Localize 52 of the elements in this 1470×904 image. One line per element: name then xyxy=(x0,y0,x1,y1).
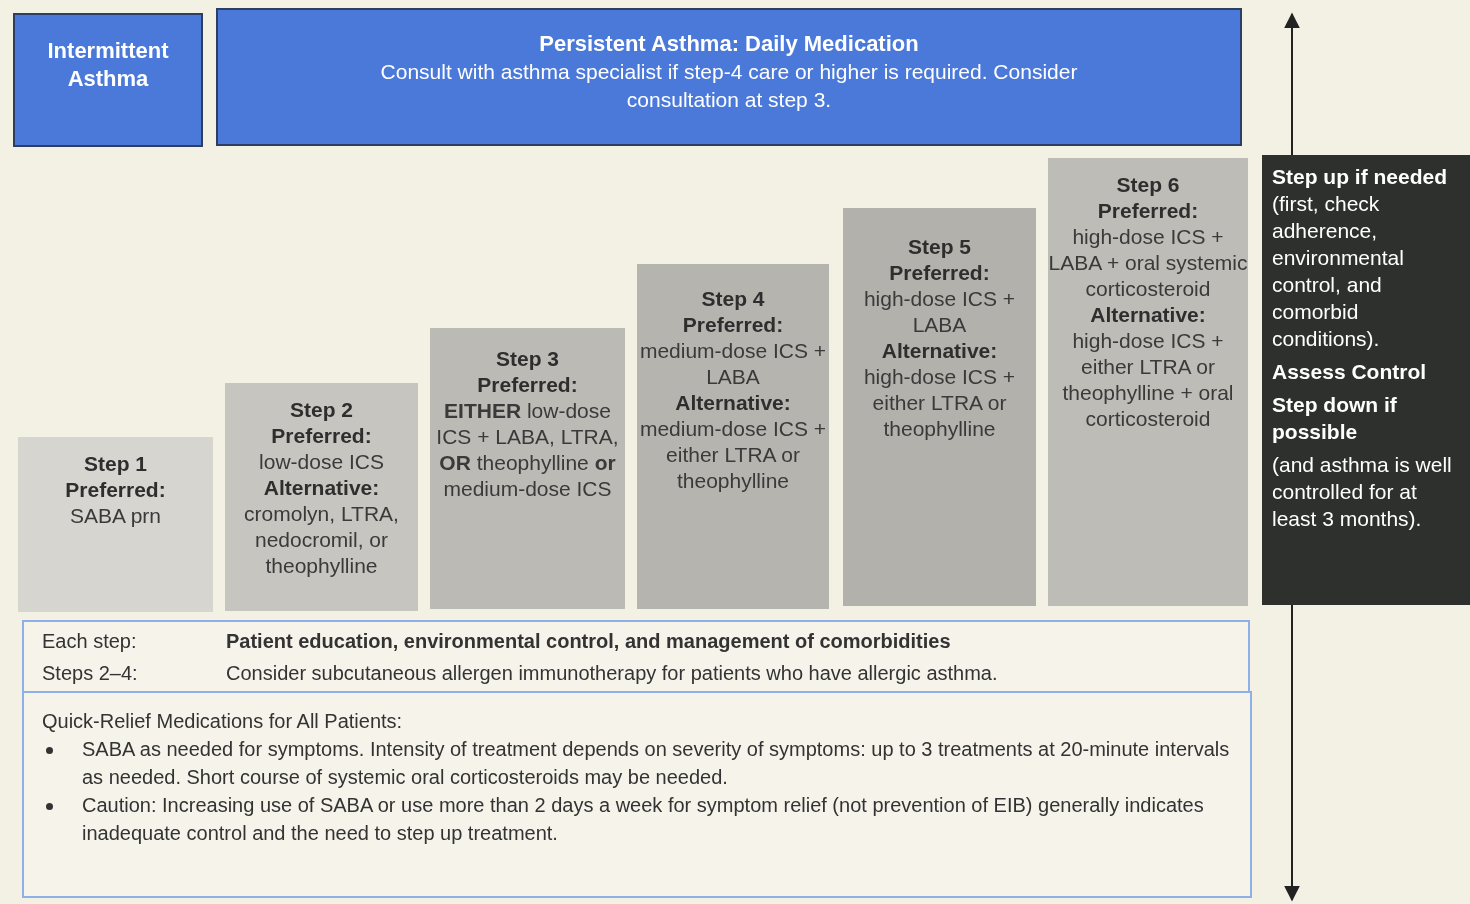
body-text: high-dose ICS + LABA xyxy=(862,286,1017,338)
body-text: high-dose ICS + either LTRA or theophylline xyxy=(862,364,1017,442)
heading-text: Patient education, environmental control, and management of comorbidities xyxy=(226,629,952,654)
label-text: Preferred: xyxy=(681,312,785,338)
heading-text: Step 2 xyxy=(289,397,354,423)
note-box xyxy=(22,620,1250,693)
heading-text: Intermittent Asthma xyxy=(46,37,170,93)
body-text: (and asthma is well controlled for at least 3 months). xyxy=(1272,452,1453,532)
body-text: high-dose ICS + LABA + oral systemic corticosteroid xyxy=(1048,224,1248,302)
header-box xyxy=(216,8,1242,146)
label-text: Alternative: xyxy=(262,475,381,501)
label-text: Preferred: xyxy=(888,260,991,286)
label-text: Preferred: xyxy=(270,423,373,449)
step-box xyxy=(1048,158,1248,606)
header-box xyxy=(13,13,203,147)
heading-text: Step 5 xyxy=(907,234,972,260)
note-box xyxy=(22,691,1252,898)
label-text: Preferred: xyxy=(476,372,579,398)
body-text: (first, check adherence, environmental control, and comorbid conditions). xyxy=(1272,191,1405,352)
heading-text: Step 1 xyxy=(83,451,148,477)
label-text: Alternative: xyxy=(1089,302,1207,328)
heading-text: Step down if possible xyxy=(1272,392,1398,445)
heading-text: Step 6 xyxy=(1115,172,1181,198)
guidance-panel xyxy=(1262,155,1470,605)
step-box xyxy=(18,437,213,612)
list-item: Caution: Increasing use of SABA or use more than 2 days a week for symptom relief (not prevention of EIB) generally indicates inadequate control and the need to step up treatment. xyxy=(82,794,1204,844)
body-text: cromolyn, LTRA, nedocromil, or theophylline xyxy=(243,501,400,579)
label-text: Each step: xyxy=(42,629,138,654)
heading-text: Persistent Asthma: Daily Medication xyxy=(538,30,920,58)
heading-text: Step up if needed xyxy=(1272,164,1448,190)
label-text: Alternative: xyxy=(880,338,999,364)
step-box xyxy=(637,264,829,609)
body-text: medium-dose ICS + either LTRA or theophylline xyxy=(638,416,828,494)
step-box xyxy=(225,383,418,611)
body-text: Consult with asthma specialist if step-4 care or higher is required. Consider consultation at step 3. xyxy=(379,59,1079,113)
body-text: Consider subcutaneous allergen immunotherapy for patients who have allergic asthma. xyxy=(226,661,999,686)
body-text: SABA prn xyxy=(68,503,163,529)
heading-text: Step 3 xyxy=(495,346,560,372)
body-text: EITHER low-dose ICS + LABA, LTRA, OR theophylline or medium-dose ICS xyxy=(435,398,620,502)
heading-text: Assess Control xyxy=(1272,359,1428,385)
list-item: SABA as needed for symptoms. Intensity of treatment depends on severity of symptoms: up to 3 treatments at 20-minute intervals as needed. Short course of systemic oral corticosteroids may be needed. xyxy=(82,738,1230,788)
label-text: Preferred: xyxy=(1096,198,1200,224)
body-text: medium-dose ICS + LABA xyxy=(638,338,828,390)
heading-text: Quick-Relief Medications for All Patients: xyxy=(42,709,404,734)
label-text: Alternative: xyxy=(674,390,792,416)
heading-text: Step 4 xyxy=(700,286,766,312)
label-text: Preferred: xyxy=(64,477,167,503)
step-box xyxy=(843,208,1036,606)
step-box xyxy=(430,328,625,609)
body-text: high-dose ICS + either LTRA or theophylline + oral corticosteroid xyxy=(1061,328,1235,432)
label-text: Steps 2–4: xyxy=(42,661,139,686)
body-text: low-dose ICS xyxy=(258,449,385,475)
